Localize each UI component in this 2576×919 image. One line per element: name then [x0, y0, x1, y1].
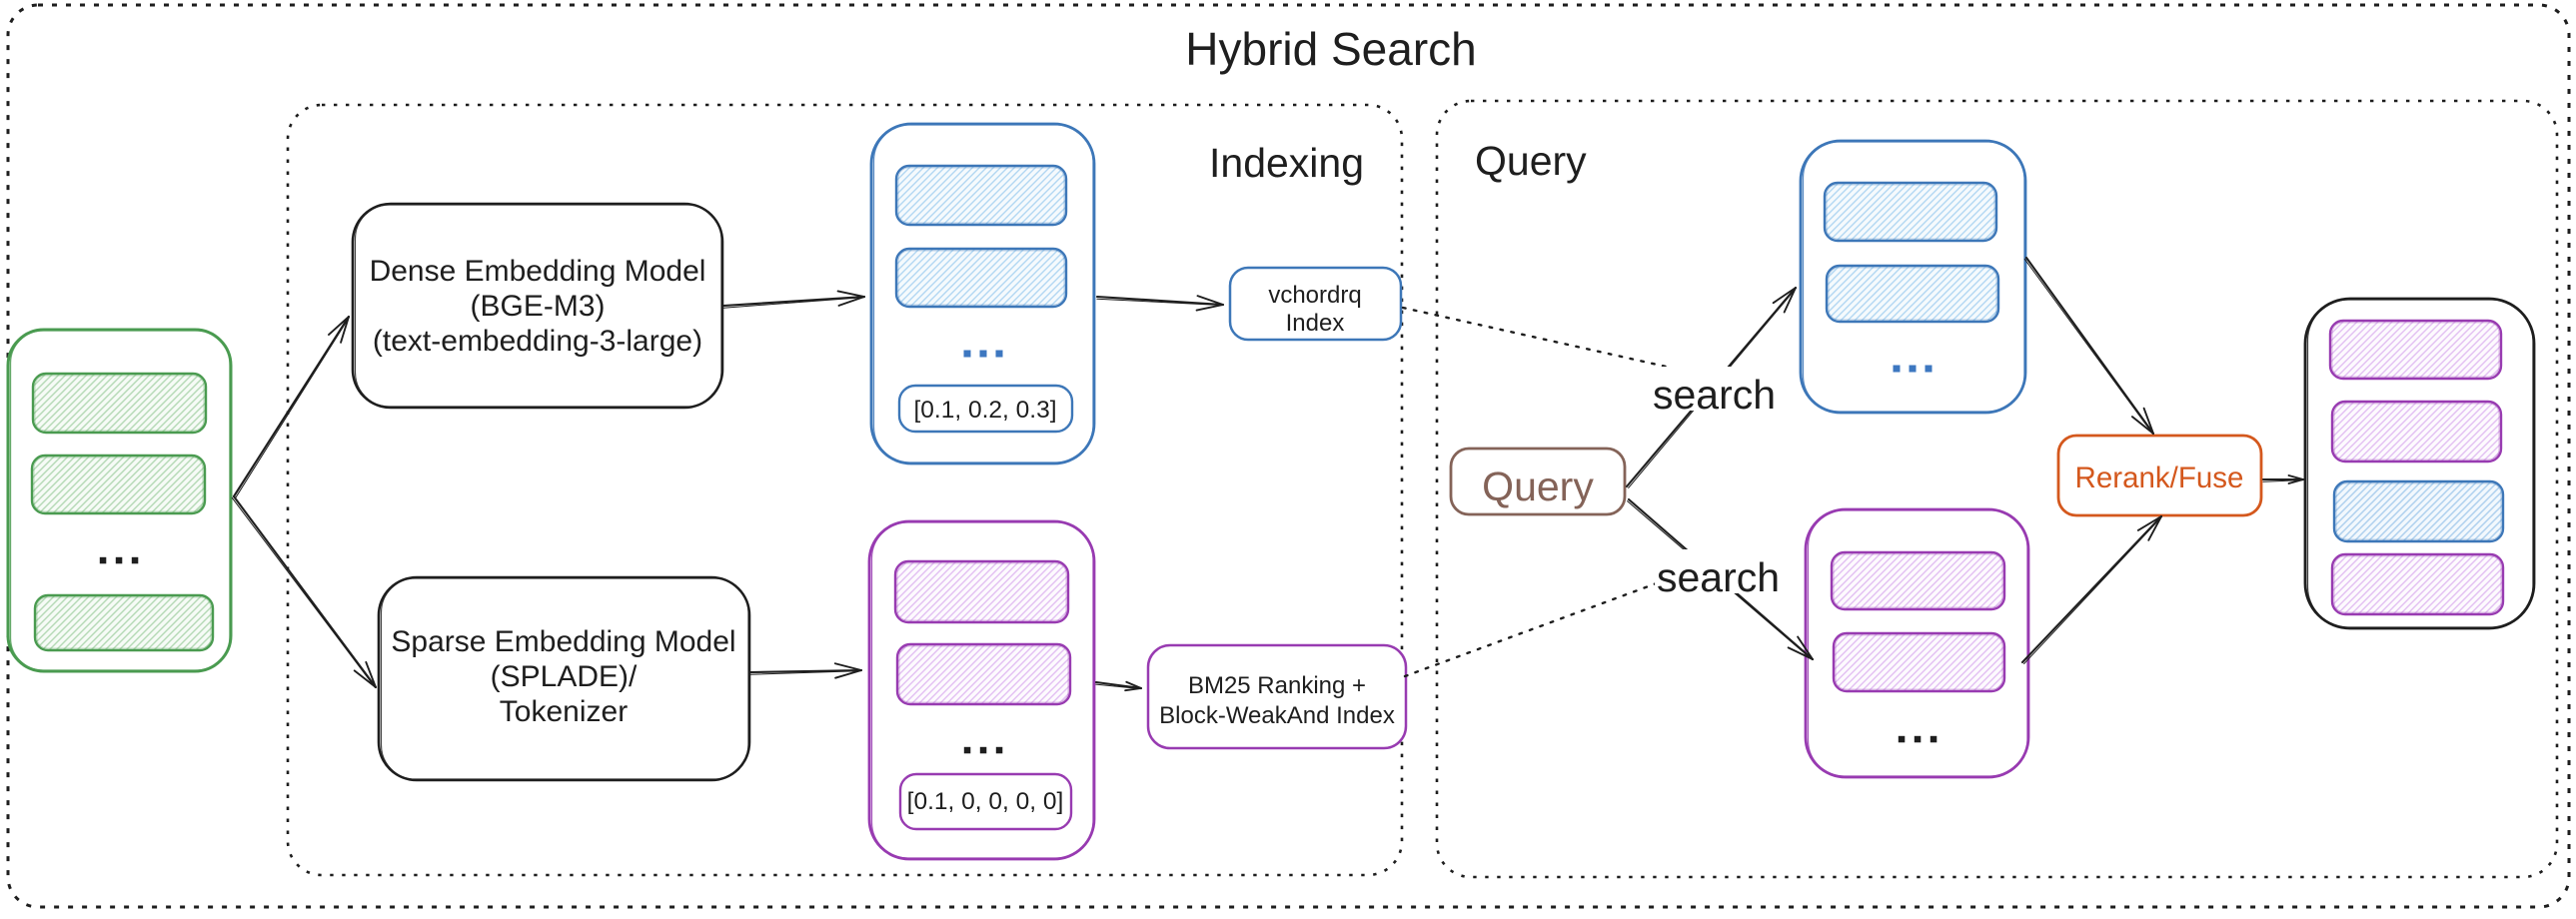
- svg-text:Indexing: Indexing: [1209, 140, 1364, 186]
- svg-text:Query: Query: [1475, 138, 1587, 184]
- svg-text:Rerank/Fuse: Rerank/Fuse: [2075, 461, 2244, 494]
- svg-text:Block-WeakAnd Index: Block-WeakAnd Index: [1159, 702, 1395, 729]
- svg-text:Query: Query: [1482, 463, 1594, 509]
- svg-text:[0.1, 0, 0, 0, 0]: [0.1, 0, 0, 0, 0]: [907, 788, 1064, 815]
- svg-text:vchordrq: vchordrq: [1268, 282, 1361, 309]
- svg-text:Index: Index: [1286, 310, 1345, 337]
- svg-text:(SPLADE)/: (SPLADE)/: [491, 660, 638, 693]
- svg-text:Tokenizer: Tokenizer: [500, 695, 628, 728]
- svg-text:BM25 Ranking +: BM25 Ranking +: [1188, 672, 1366, 699]
- svg-text:(BGE-M3): (BGE-M3): [471, 290, 606, 323]
- svg-text:Dense Embedding Model: Dense Embedding Model: [370, 255, 706, 288]
- svg-text:search: search: [1657, 554, 1780, 600]
- svg-text:Sparse Embedding Model: Sparse Embedding Model: [391, 625, 735, 658]
- svg-text:search: search: [1653, 372, 1776, 418]
- svg-text:(text-embedding-3-large): (text-embedding-3-large): [373, 325, 702, 358]
- svg-text:Hybrid Search: Hybrid Search: [1185, 23, 1476, 75]
- svg-text:[0.1, 0.2, 0.3]: [0.1, 0.2, 0.3]: [913, 397, 1056, 424]
